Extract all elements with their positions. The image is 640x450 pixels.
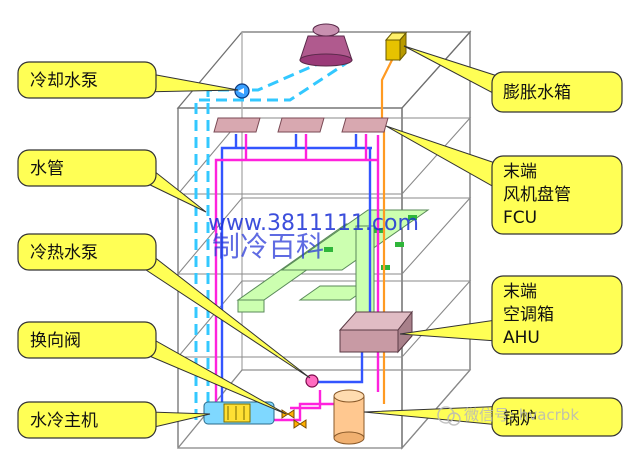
callout-box <box>17 321 157 359</box>
ahu-front <box>339 329 399 353</box>
fan-coil-unit <box>213 117 261 133</box>
floor-slabs <box>176 117 472 449</box>
return-water-pipe <box>214 158 378 415</box>
callout-box <box>491 71 623 113</box>
label-ahu-line2: 空调箱 <box>503 305 554 325</box>
supply-water-pipes <box>220 134 372 415</box>
callout-box <box>491 397 623 437</box>
ahu-unit <box>338 310 414 354</box>
boiler-body <box>333 395 365 439</box>
label-hot-cold-pump: 冷热水泵 <box>30 243 98 263</box>
reversing-valve <box>293 419 307 429</box>
callout-cooling-pump: 冷却水泵 <box>17 61 239 99</box>
cooling-tower-base <box>299 53 353 67</box>
floor-slab <box>176 369 472 449</box>
label-expansion-tank: 膨胀水箱 <box>503 83 571 103</box>
callout-fcu: 末端 风机盘管 FCU <box>385 125 623 235</box>
watermark-cn: 制冷百科 <box>212 230 324 263</box>
callout-chiller: 水冷主机 <box>17 401 211 439</box>
callout-box <box>17 233 157 271</box>
label-cooling-pump: 冷却水泵 <box>30 71 98 91</box>
label-boiler: 锅炉 <box>503 409 537 429</box>
cooling-water-pipe <box>194 60 349 420</box>
callout-expansion-tank: 膨胀水箱 <box>403 45 623 113</box>
expansion-tank-front <box>385 39 401 61</box>
diffuser <box>381 265 390 270</box>
building-right-face <box>401 30 471 450</box>
duct-main-end <box>237 299 265 313</box>
boiler-top <box>333 389 365 403</box>
callout-hot-cold-pump: 冷热水泵 <box>17 233 311 379</box>
callout-box <box>17 401 157 439</box>
callout-boiler: 锅炉 <box>363 397 623 437</box>
callout-reversing-valve: 换向阀 <box>17 321 287 415</box>
supply-water-pipe <box>220 146 372 415</box>
cooling-tower-top <box>312 23 340 37</box>
floor-slab <box>176 117 472 195</box>
ahu-side <box>397 310 413 354</box>
callout-box <box>491 155 623 235</box>
label-fcu-line1: 末端 <box>503 162 537 182</box>
label-fcu-line2: 风机盘管 <box>503 185 571 205</box>
label-ahu-line1: 末端 <box>503 282 537 302</box>
expansion-line <box>380 55 395 118</box>
callout-ahu: 末端 空调箱 AHU <box>399 275 623 355</box>
diffuser <box>408 215 417 220</box>
label-reversing-valve: 换向阀 <box>30 331 81 351</box>
diffuser <box>395 242 404 247</box>
floor-slab <box>176 280 472 358</box>
label-chiller: 水冷主机 <box>30 411 98 431</box>
label-ahu-line3: AHU <box>503 328 540 348</box>
supply-to-ahu <box>310 350 364 384</box>
boiler <box>333 389 365 445</box>
fan-coil-units <box>213 117 389 133</box>
callout-box <box>17 61 157 99</box>
corner-watermark: 微信号: hvacrbk <box>437 406 579 426</box>
diffuser <box>324 247 333 252</box>
label-water-pipe: 水管 <box>30 159 64 179</box>
pump-arrow <box>238 88 244 94</box>
cooling-tower <box>299 23 353 67</box>
fan-coil-unit <box>341 117 389 133</box>
duct-riser <box>355 225 375 313</box>
expansion-tank <box>384 31 408 62</box>
cooling-water-pipes <box>194 54 349 420</box>
expansion-tank-side <box>399 31 407 62</box>
floor-slab <box>176 197 472 275</box>
reversing-valve <box>281 409 295 419</box>
water-cooled-chiller <box>203 401 275 425</box>
expansion-riser <box>380 117 386 404</box>
wechat-icon-inner <box>447 412 461 426</box>
return-bottom <box>290 390 322 410</box>
hot-cold-pump <box>305 374 319 388</box>
reversing-valves <box>281 409 307 429</box>
watermark-url: www.3811111.com <box>208 211 419 236</box>
wechat-icon <box>437 406 455 424</box>
callout-box <box>491 275 623 355</box>
boiler-bottom <box>333 431 365 445</box>
callout-box <box>17 149 157 187</box>
duct-branch <box>280 209 430 271</box>
label-fcu-line3: FCU <box>503 208 537 228</box>
callout-water-pipe: 水管 <box>17 149 207 213</box>
corner-watermark-text: 微信号: hvacrbk <box>464 406 579 424</box>
fan-coil-unit <box>277 117 325 133</box>
